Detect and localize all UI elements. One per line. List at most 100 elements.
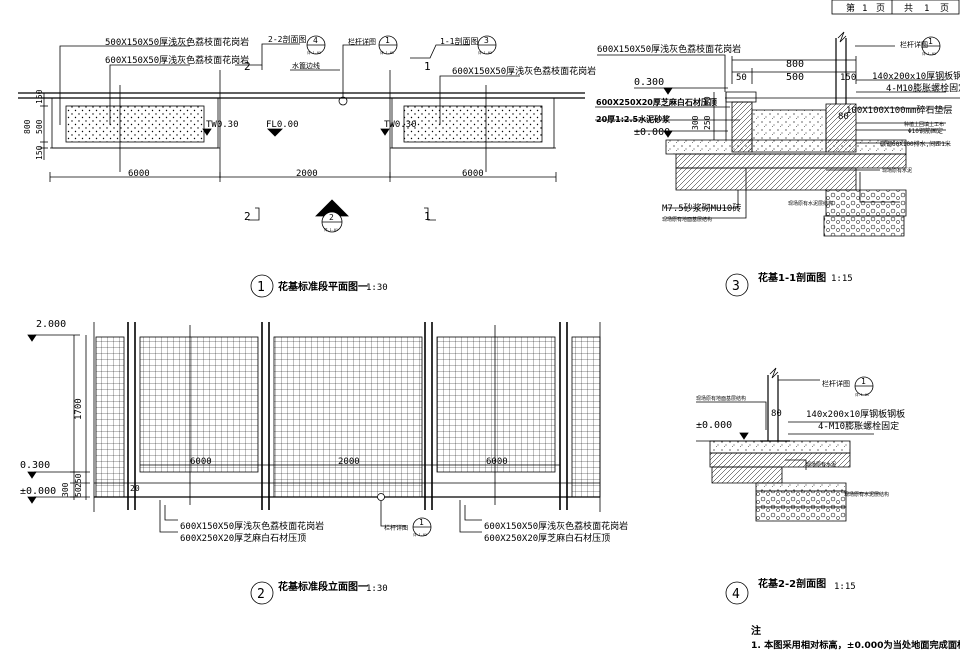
s11-label-mortar: 20厚1:2.5水泥砂浆: [596, 114, 671, 124]
s11-label-bolts: 4-M10膨胀螺栓固定: [886, 82, 960, 94]
s11-level-300: 0.300: [634, 77, 664, 88]
notes: 注 1. 本图采用相对标高，±0.000为当处地面完成面标高。: [751, 624, 960, 651]
s11-top-callout: 600X150X50厚浅灰色荔枝面花岗岩: [597, 43, 741, 55]
section-2-2: [696, 367, 880, 605]
plan-dim-150-top: 150: [35, 89, 44, 104]
elev-level-000: ±0.000: [20, 486, 56, 497]
s11-label-cement-layer: 现场原有水泥层结构: [788, 200, 833, 207]
plan-dim-6000-left: 6000: [128, 169, 150, 179]
plan-rail-ref: 栏杆详图: [348, 37, 376, 46]
page-unit: 页: [876, 3, 885, 14]
elevation-marker-no: 2: [329, 213, 334, 222]
s11-level-000: ±0.000: [634, 127, 670, 138]
plan-sheet-ref-b: 详-1-01: [478, 50, 492, 55]
s11-dim-300: 300: [691, 115, 700, 130]
elev-dim-6000-left: 6000: [190, 457, 212, 467]
total-number: 1: [924, 4, 929, 14]
elev-dim-250: 250: [74, 473, 83, 488]
notes-heading: 注: [751, 624, 761, 637]
elev-callout-left-2: 600X250X20厚芝麻白石材压顶: [180, 532, 306, 544]
s22-title: 花基2-2剖面图: [758, 577, 826, 590]
plan-drain-label: 水篦边线: [292, 61, 320, 70]
s22-label-base: 现场原有地面基层结构: [696, 395, 746, 402]
s22-rail-ref: 栏杆详图: [822, 379, 850, 388]
plan-sheet-ref-c: 详-1-01: [380, 50, 394, 55]
section-1-1: [595, 31, 960, 297]
plan-title: 花基标准段平面图一: [278, 280, 368, 293]
plan-level-tw-right: TW0.30: [384, 120, 417, 130]
s11-label-rebar: Φ10钢筋固定: [908, 127, 943, 135]
s11-dim-250: 250: [703, 115, 712, 130]
plan-sheet-ref-a: 详-1-01: [307, 50, 321, 55]
plan-callout-600-right: 600X150X50厚浅灰色荔枝面花岗岩: [452, 65, 596, 77]
s11-title-no: 3: [732, 279, 740, 294]
elev-scale: 1:30: [366, 584, 388, 594]
plan-dim-2000: 2000: [296, 169, 318, 179]
s22-title-no: 4: [732, 587, 740, 602]
s22-label-cement-layer: 现场原有水泥层结构: [844, 491, 889, 498]
s22-dim-80: 80: [771, 409, 782, 419]
s22-label-bolts: 4-M10膨胀螺栓固定: [818, 420, 899, 432]
elev-callout-right-2: 600X250X20厚芝麻白石材压顶: [484, 532, 610, 544]
plan-level-fl: FL0.00: [266, 120, 299, 130]
s11-dim-500: 500: [786, 72, 804, 83]
elev-dim-6000-right: 6000: [486, 457, 508, 467]
s11-sheet-ref: 详-1-01: [922, 51, 936, 56]
elev-title: 花基标准段立面图一: [278, 580, 368, 593]
page-number: 1: [862, 4, 867, 14]
elev-dim-50: 50: [74, 487, 83, 497]
total-label: 共: [904, 3, 913, 14]
elev-dim-20: 20: [130, 484, 140, 493]
plan-sheet-ref-d: 详-1-01: [324, 227, 338, 232]
s22-scale: 1:15: [834, 582, 856, 592]
s11-label-drain: 碳钢60X100排水,间距1米: [880, 140, 951, 148]
total-unit: 页: [940, 3, 949, 14]
section-1-1-text: 600X150X50厚浅灰色荔枝面花岗岩 栏杆详图 1 详-1-01 800 5…: [596, 37, 960, 294]
plan-callout-500: 500X150X50厚浅灰色荔枝面花岗岩: [105, 36, 249, 48]
s11-rail-no: 1: [928, 37, 933, 46]
plan-cut-1-top: 1: [424, 60, 431, 73]
s11-scale: 1:15: [831, 274, 853, 284]
elev-title-no: 2: [257, 587, 265, 602]
elev-dim-2000: 2000: [338, 457, 360, 467]
plan-sec11-no: 3: [484, 36, 489, 45]
plan-sec22-no: 4: [313, 36, 318, 45]
plan-dim-6000-right: 6000: [462, 169, 484, 179]
elev-callout-left-1: 600X150X50厚浅灰色荔枝面花岗岩: [180, 520, 324, 532]
s11-dim-150: 150: [840, 73, 856, 83]
s11-dim-50: 50: [736, 73, 747, 83]
s11-label-plate: 140x200x10厚钢板钢板: [872, 70, 960, 82]
section-2-2-text: 栏杆详图 1 详-1-01 现场原有地面基层结构 80 140x200x10厚钢…: [696, 377, 905, 602]
page-number-box: 第 1 页 共 1 页: [831, 0, 960, 15]
elev-rail-ref: 栏杆详图: [384, 524, 408, 532]
elev-dim-300: 300: [61, 482, 70, 497]
plan-dim-150-bottom: 150: [35, 145, 44, 160]
plan-callout-600-left: 600X150X50厚浅灰色荔枝面花岗岩: [105, 54, 249, 66]
elev-sheet-ref: 详-1-01: [413, 532, 427, 537]
s11-label-gravel: 100X100X100mm碎石垫层: [846, 104, 952, 116]
s11-title: 花基1-1剖面图: [758, 271, 826, 284]
plan-sec22-ref: 2-2剖面图: [268, 34, 306, 44]
plan-scale: 1:30: [366, 283, 388, 293]
elev-dim-1700: 1700: [74, 398, 84, 420]
plan-dim-800: 800: [23, 119, 32, 134]
plan-title-no: 1: [257, 280, 265, 295]
plan-dim-500: 500: [35, 119, 44, 134]
s11-label-brick: M7.5砂浆砌MU10砖: [662, 202, 741, 214]
elevation-view: [27, 322, 601, 605]
elev-callout-right-1: 600X150X50厚浅灰色荔枝面花岗岩: [484, 520, 628, 532]
elev-rail-no: 1: [419, 518, 424, 527]
plan-level-tw-left: TW0.30: [206, 120, 239, 130]
s11-label-coping: 600X250X20厚芝麻白石材压顶: [596, 97, 717, 107]
s22-rail-no: 1: [861, 377, 866, 386]
plan-text: 500X150X50厚浅灰色荔枝面花岗岩 600X150X50厚浅灰色荔枝面花岗…: [23, 34, 596, 295]
plan-cut-1-bottom: 1: [424, 210, 431, 223]
s11-rail-ref: 栏杆详图: [900, 40, 928, 49]
s22-label-plate: 140x200x10厚钢板钢板: [806, 408, 905, 420]
s22-sheet-ref: 详-1-01: [855, 392, 869, 397]
s11-label-cement: 现场原有水泥: [882, 167, 912, 174]
s22-label-cement: 现场原有水泥: [806, 461, 836, 468]
s11-label-base: 现场原有地面基层结构: [662, 216, 712, 223]
s11-label-soil: 种植土回填土工布: [904, 121, 944, 128]
